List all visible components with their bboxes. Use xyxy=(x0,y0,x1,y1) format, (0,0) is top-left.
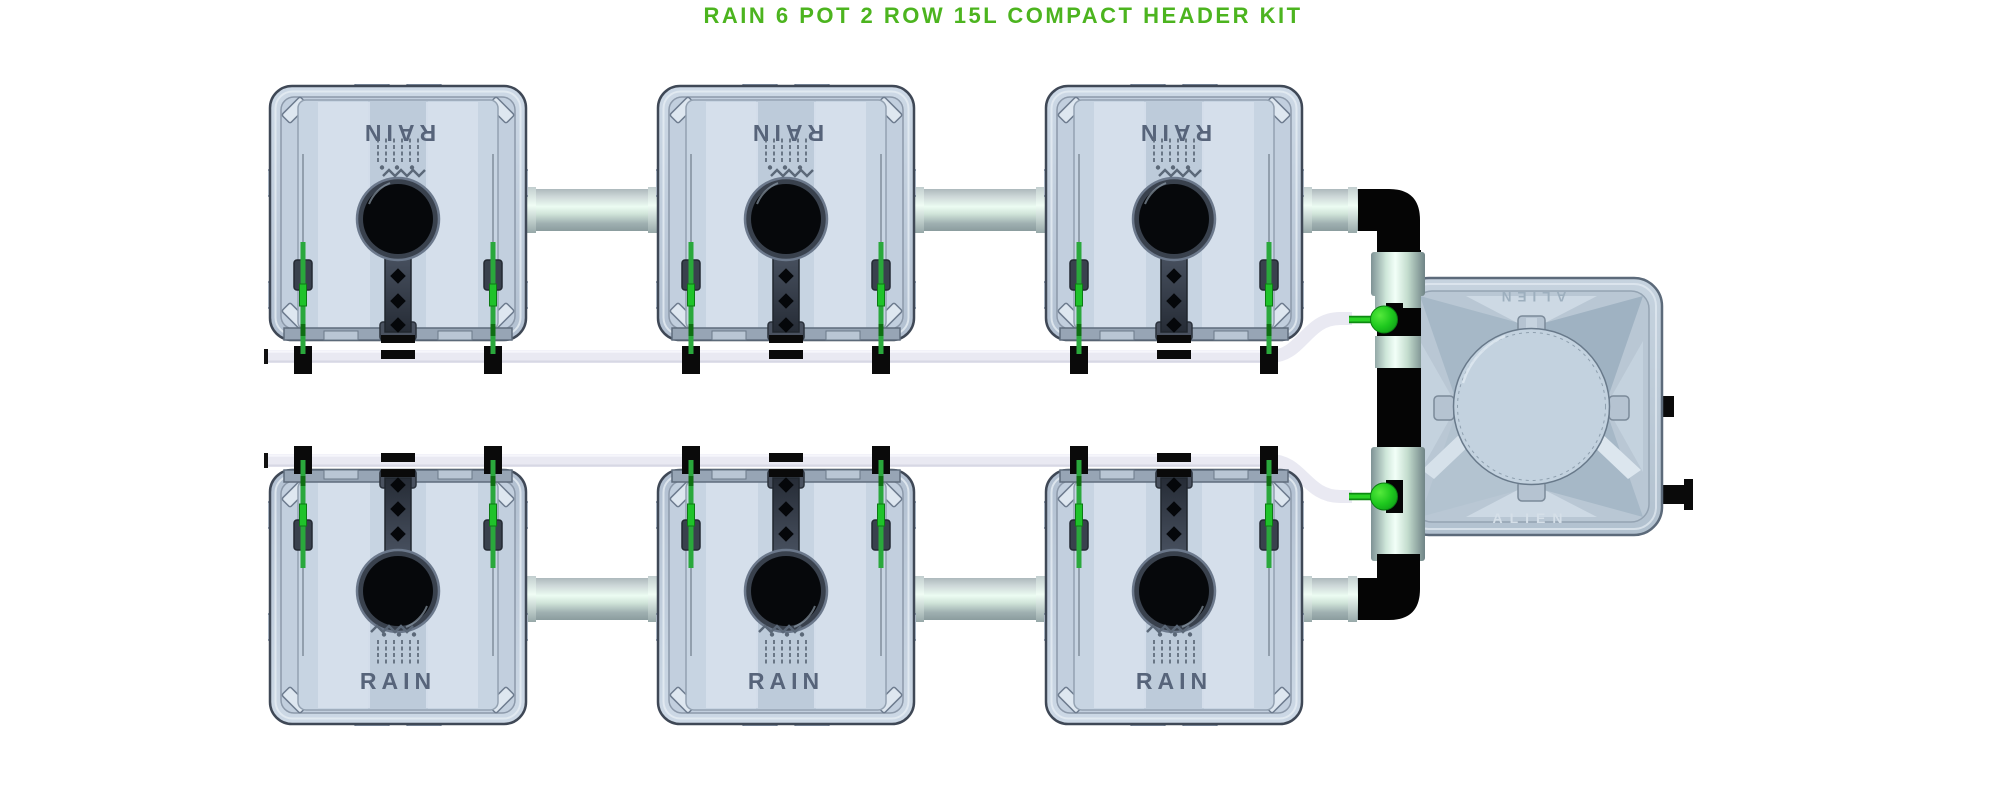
pipe-end-cap xyxy=(648,576,657,622)
feed-pipe-segment xyxy=(908,189,1052,231)
pipe-end-cap xyxy=(1303,576,1312,622)
feed-pipe-segment xyxy=(520,578,664,620)
tank-lid-clip-right xyxy=(1608,395,1630,421)
pipe-end-cap xyxy=(527,187,536,233)
pipe-end-cap xyxy=(915,187,924,233)
feed-pipe-segment xyxy=(520,189,664,231)
pipe-end-cap xyxy=(1036,187,1045,233)
return-pipe-end-cap-top xyxy=(264,349,268,364)
pot-label-2: RAIN xyxy=(748,120,824,146)
tank-lid xyxy=(1452,327,1611,486)
return-pipe-end-cap-bottom xyxy=(264,453,268,468)
header-pipe-column xyxy=(1358,189,1425,620)
tank-port-lower xyxy=(1660,485,1688,504)
pipe-end-cap xyxy=(915,576,924,622)
pot-label-5: RAIN xyxy=(748,668,824,694)
pot-label-3: RAIN xyxy=(1136,120,1212,146)
elbow-fitting-top xyxy=(1358,189,1420,254)
pot-label-4: RAIN xyxy=(360,668,436,694)
tank-lid-facets xyxy=(1420,296,1643,517)
pipe-end-cap xyxy=(1348,576,1357,622)
tank-port-upper xyxy=(1660,396,1674,417)
pipe-end-cap xyxy=(648,187,657,233)
dripper-lines xyxy=(300,338,1272,476)
ball-valve-bottom xyxy=(1349,480,1403,513)
feed-pipe-segment xyxy=(908,578,1052,620)
tank-label-bottom: ALIEN xyxy=(1493,510,1570,526)
pipe-end-cap xyxy=(1348,187,1357,233)
pipe-end-cap xyxy=(1303,187,1312,233)
feed-pipes-top-row xyxy=(520,187,1366,233)
elbow-fitting-bottom xyxy=(1358,554,1420,620)
pot-label-1: RAIN xyxy=(360,120,436,146)
pipe-end-cap xyxy=(1036,576,1045,622)
pot-label-6: RAIN xyxy=(1136,668,1212,694)
pipe-end-cap xyxy=(527,576,536,622)
feed-pipes-bottom-row xyxy=(520,576,1366,622)
column-sleeve-upper xyxy=(1371,252,1425,296)
ball-valve-top xyxy=(1349,303,1403,336)
pot-branding: RAIN RAIN RAIN RAIN RAIN RAIN xyxy=(360,120,1212,694)
tank-port-lower-cap xyxy=(1684,479,1693,510)
header-tank: ALIEN ALIEN xyxy=(1399,276,1693,537)
tank-label-top: ALIEN xyxy=(1496,289,1567,304)
tank-lid-clip-left xyxy=(1433,395,1455,421)
page-title: RAIN 6 POT 2 ROW 15L COMPACT HEADER KIT xyxy=(703,3,1303,28)
